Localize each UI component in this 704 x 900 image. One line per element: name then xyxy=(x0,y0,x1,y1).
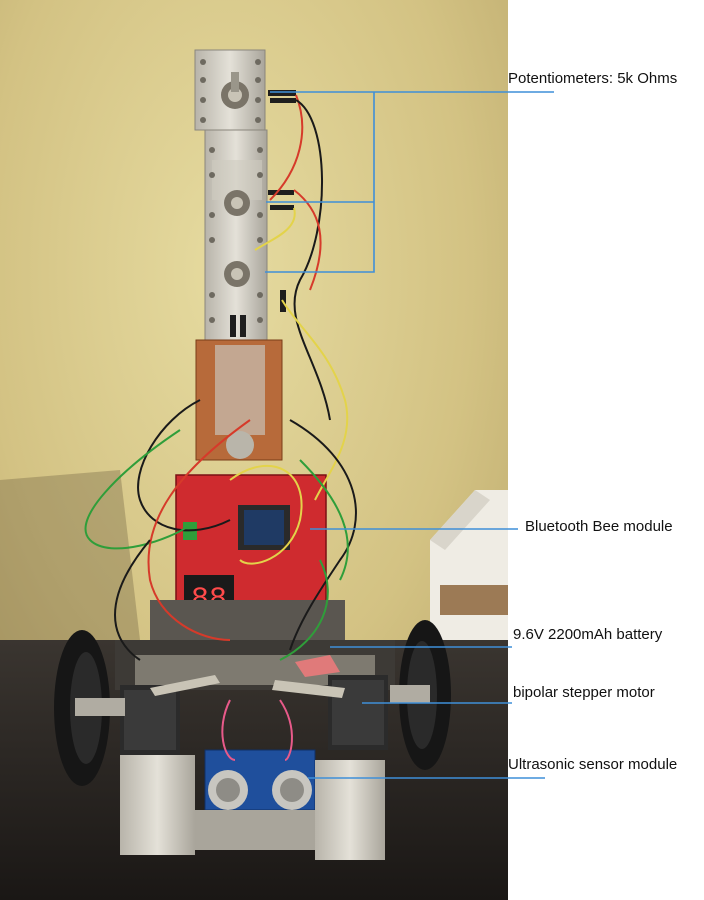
controller-board xyxy=(175,474,327,613)
front-brackets xyxy=(120,755,385,860)
potentiometer-3 xyxy=(224,261,250,287)
label-potentiometers: Potentiometers: 5k Ohms xyxy=(508,70,678,87)
potentiometer-1 xyxy=(221,72,249,109)
cardboard-box xyxy=(430,490,508,640)
wheel-left xyxy=(54,630,125,786)
stepper-motor-right xyxy=(328,675,388,750)
ultrasonic-sensor xyxy=(204,749,316,811)
stepper-motor-left xyxy=(120,685,180,755)
aluminum-arm xyxy=(194,49,268,361)
perfboard xyxy=(195,339,283,461)
wheel-right xyxy=(390,620,451,770)
arm-holes xyxy=(200,59,263,323)
wall-shadow xyxy=(0,470,140,640)
label-stepper-motor: bipolar stepper motor xyxy=(513,684,655,701)
potentiometer-2 xyxy=(224,190,250,216)
label-battery: 9.6V 2200mAh battery xyxy=(513,626,663,643)
label-ultrasonic-sensor: Ultrasonic sensor module xyxy=(508,756,678,773)
label-bluetooth-module: Bluetooth Bee module xyxy=(525,518,673,535)
alligator-clips xyxy=(150,655,345,698)
robot-photo: 88 xyxy=(0,0,508,900)
